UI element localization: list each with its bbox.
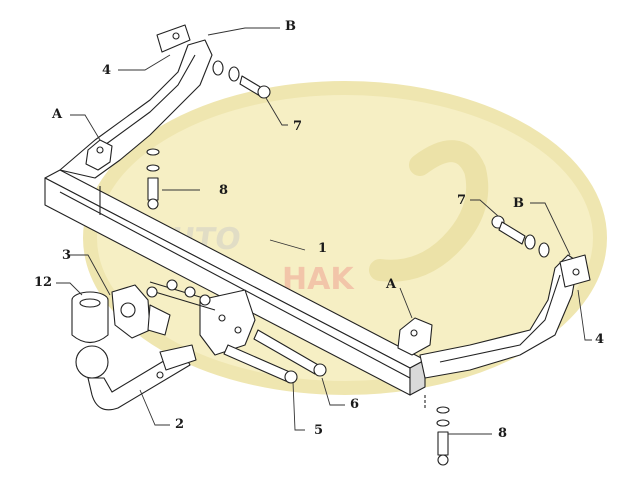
leader-lines [56, 27, 592, 435]
label-A-left: A [52, 107, 63, 122]
main-crossbar [44, 169, 426, 396]
label-8-bottom: 8 [498, 426, 508, 441]
left-bracket-arm [59, 24, 213, 179]
bolt-7-right [491, 215, 550, 258]
tow-ball-neck [75, 344, 197, 411]
label-4-right: 4 [595, 332, 605, 347]
label-1: 1 [318, 241, 328, 256]
bolt-8-top [146, 148, 160, 210]
right-bracket-arm [397, 254, 591, 379]
bolt-7-top [212, 60, 271, 99]
label-3: 3 [62, 248, 72, 263]
label-2: 2 [175, 417, 185, 432]
label-6: 6 [350, 397, 360, 412]
plate-nuts [146, 279, 211, 306]
ball-cover [71, 291, 109, 344]
bolt-6 [253, 329, 327, 377]
label-B-right: B [513, 196, 524, 211]
label-B-top: B [285, 19, 296, 34]
bolt-5 [223, 344, 298, 384]
label-5: 5 [314, 423, 324, 438]
label-8-top: 8 [219, 183, 229, 198]
label-7-right: 7 [457, 193, 467, 208]
mounting-plate [111, 281, 256, 356]
label-12: 12 [34, 275, 53, 290]
label-4-top: 4 [102, 63, 112, 78]
label-A-right: A [386, 277, 397, 292]
label-7-top: 7 [293, 119, 303, 134]
bolt-8-bottom [424, 395, 450, 466]
